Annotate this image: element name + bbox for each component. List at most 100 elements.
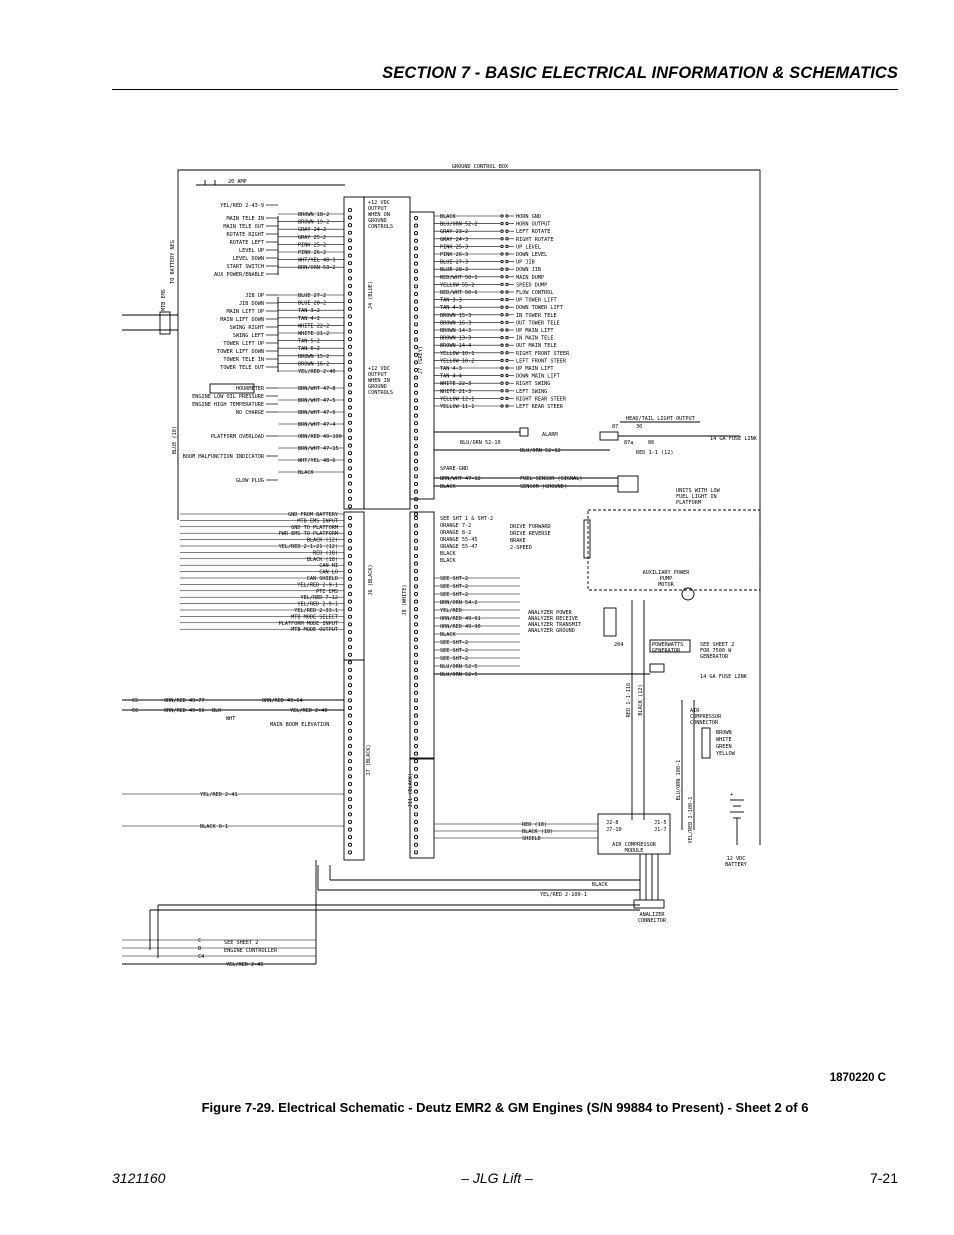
right-wire-label: RED/WHT 50-1: [440, 275, 477, 281]
terminal: [347, 538, 353, 543]
terminal: [413, 553, 419, 559]
analyzer-label: ANALYZER RECEIVE: [528, 616, 578, 622]
j6-right-label: DRIVE FORWARD: [510, 524, 551, 530]
terminal-block: [159, 311, 171, 335]
left-label: MAIN TELE IN: [227, 216, 264, 222]
vertical-wire: YEL/RED 2-100-1: [688, 797, 694, 844]
j6-left-label: BLACK (18): [307, 557, 338, 563]
figure-caption: Figure 7-29. Electrical Schematic - Deut…: [201, 1100, 809, 1115]
terminal: [500, 358, 504, 363]
terminal: [413, 759, 419, 764]
footer-doc-number: 3121160: [112, 1170, 166, 1186]
right-label: UP MAIN LIFT: [516, 328, 553, 334]
terminal: [413, 850, 419, 855]
left-label: NO CHARGE: [236, 410, 264, 416]
analizer-connector: CONNECTOR: [638, 918, 667, 924]
fuse-label: 20 AMP: [228, 179, 247, 185]
aux-pump-label: PUMP: [660, 576, 673, 582]
connector-label-j7: J7 (GREY): [418, 346, 424, 374]
right-wire-label: TAN 4-4: [440, 374, 462, 380]
right-wire-label: PINK 26-3: [440, 252, 468, 258]
terminal: [413, 231, 419, 236]
terminal: [347, 728, 353, 733]
terminal: [413, 546, 419, 551]
terminal: [413, 766, 419, 771]
terminal: [413, 443, 419, 449]
terminal: [413, 497, 419, 502]
alarm-label: ALARM: [542, 432, 558, 438]
left-wire-label: BRN/WHT 47-8: [298, 386, 335, 392]
engine-controller: ENGINE CONTROLLER: [224, 948, 278, 954]
terminal: [347, 215, 353, 220]
center-note: +12 VDC: [368, 366, 390, 372]
right-label: RIGHT ROTATE: [516, 237, 553, 243]
terminal: [505, 252, 509, 256]
air-connector: [701, 727, 711, 759]
left-label: TOWER TELE OUT: [220, 365, 264, 371]
terminal: [347, 584, 353, 589]
terminal: [347, 413, 353, 418]
terminal: [347, 428, 353, 433]
terminal: [413, 584, 419, 589]
terminal: [413, 253, 419, 259]
right-label: RIGHT REAR STEER: [516, 396, 567, 402]
connector-j4: [343, 196, 365, 510]
terminal: [347, 337, 353, 342]
terminal: [347, 504, 353, 509]
right-wire-label: BLACK: [440, 214, 456, 220]
left-label: BOOM MALFUNCTION INDICATOR: [183, 454, 265, 460]
terminal: [413, 576, 419, 581]
terminal: [413, 690, 419, 695]
terminal: [413, 561, 419, 566]
terminal: [505, 297, 509, 302]
right-label: RIGHT SWING: [516, 381, 550, 387]
terminal: [413, 299, 419, 304]
left-label: GLOW PLUG: [236, 478, 264, 484]
module-label: MODULE: [625, 848, 644, 854]
terminal: [347, 515, 353, 521]
schematic-wiring: [122, 169, 761, 965]
air-color: WHITE: [716, 737, 732, 743]
left-wire-label: WHITE 21-2: [298, 331, 329, 337]
terminal: [413, 774, 419, 779]
terminal: [505, 343, 509, 347]
terminal: [500, 290, 504, 294]
terminal: [347, 314, 353, 319]
generator-box: [649, 639, 691, 653]
left-wire-label: GRAY 25-2: [298, 235, 326, 241]
terminal: [505, 221, 509, 226]
left-wire-label: TAN 6-2: [298, 346, 320, 352]
lower-left-label: C6: [132, 708, 138, 714]
terminal: [347, 812, 353, 817]
right-wire-label: PINK 25-3: [440, 244, 468, 250]
right-label: IN TOWER TELE: [516, 313, 557, 319]
terminal: [413, 736, 419, 741]
left-wire-label: BROWN 19-2: [298, 220, 329, 226]
left-wire-label: WHITE 22-2: [298, 323, 329, 329]
right-wire-label: YELLOW 55-2: [440, 282, 474, 288]
terminal: [347, 230, 353, 235]
fuse-link-label: 14 GA FUSE LINK: [710, 436, 758, 442]
terminal: [413, 622, 419, 627]
terminal: [505, 305, 509, 309]
connector-j11: [409, 757, 435, 859]
terminal: [347, 766, 353, 771]
right-label: LEFT FRONT STEER: [516, 358, 567, 364]
right-wire-label: YELLOW 10-1: [440, 351, 474, 357]
j8-right-label: ORN/RED 49-90: [440, 624, 481, 630]
terminal: [347, 473, 353, 479]
terminal: [347, 569, 353, 574]
generator-label: POWERWATTS: [652, 642, 683, 648]
right-wire-label: YELLOW 10-2: [440, 358, 474, 364]
terminal: [347, 675, 353, 680]
fuel-unit-note: UNITS WITH LOW: [676, 488, 721, 494]
terminal: [413, 675, 419, 680]
right-wire-label: BLUE 28-3: [440, 267, 468, 273]
terminal: [413, 314, 419, 319]
module-pin: J7-10: [606, 827, 622, 833]
terminal: [500, 214, 504, 218]
air-color: GREEN: [716, 744, 732, 750]
fuel-sensor-label: FUEL SENSOR (SIGNAL): [520, 476, 582, 482]
analyzer-label: ANALYZER POWER: [528, 610, 573, 616]
left-wire-label: BLUE 28-2: [298, 301, 326, 307]
